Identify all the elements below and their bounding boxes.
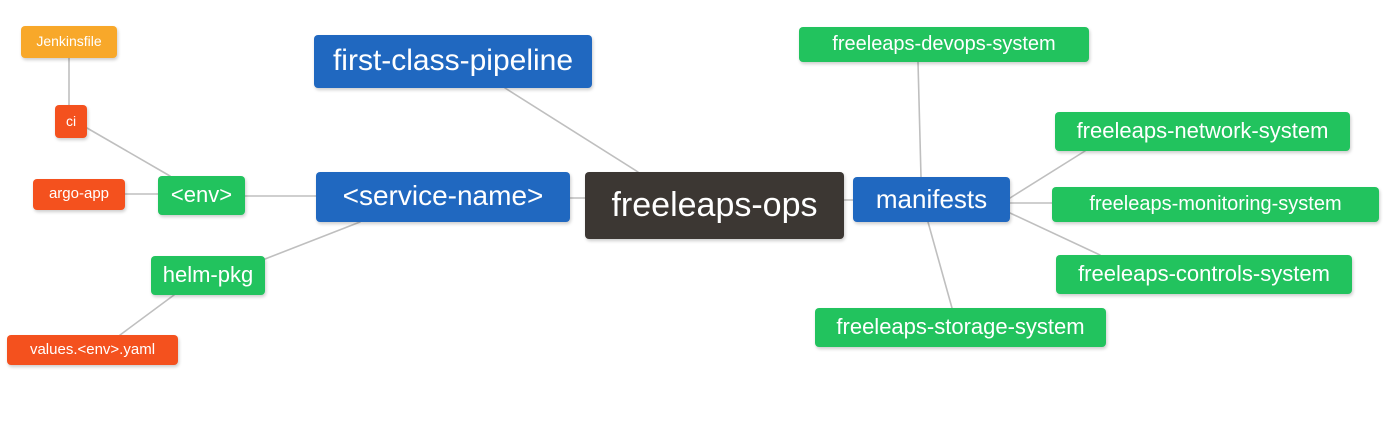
node-freeleaps-monitoring-system[interactable]: freeleaps-monitoring-system [1052,187,1379,222]
node-freeleaps-network-system[interactable]: freeleaps-network-system [1055,112,1350,151]
node-label-freeleaps-monitoring-system: freeleaps-monitoring-system [1089,192,1342,215]
node-freeleaps-devops-system[interactable]: freeleaps-devops-system [799,27,1089,62]
node-label-freeleaps-ops: freeleaps-ops [611,185,818,224]
node-env[interactable]: <env> [158,176,245,215]
edge-values-helm-pkg [119,294,175,336]
node-freeleaps-ops[interactable]: freeleaps-ops [585,172,844,239]
node-service-name[interactable]: <service-name> [316,172,570,222]
edge-manifests-storage [927,221,953,309]
node-label-ci: ci [65,112,77,129]
node-values-env-yaml[interactable]: values.<env>.yaml [7,335,178,365]
edge-first-class-pipeline-root [504,87,639,173]
node-label-helm-pkg: helm-pkg [162,261,254,287]
node-label-values-env-yaml: values.<env>.yaml [29,340,156,358]
node-manifests[interactable]: manifests [853,177,1010,222]
node-ci[interactable]: ci [55,105,87,138]
node-first-class-pipeline[interactable]: first-class-pipeline [314,35,592,88]
node-freeleaps-storage-system[interactable]: freeleaps-storage-system [815,308,1106,347]
node-label-manifests: manifests [875,183,988,214]
node-argo-app[interactable]: argo-app [33,179,125,210]
edge-ci-env [86,127,171,177]
node-label-freeleaps-network-system: freeleaps-network-system [1076,117,1329,143]
node-label-service-name: <service-name> [342,180,544,211]
edge-helm-pkg-service-name [264,221,361,260]
node-label-freeleaps-controls-system: freeleaps-controls-system [1078,260,1330,286]
node-jenkinsfile[interactable]: Jenkinsfile [21,26,117,58]
node-label-first-class-pipeline: first-class-pipeline [332,43,574,77]
node-label-jenkinsfile: Jenkinsfile [36,33,102,49]
node-label-freeleaps-storage-system: freeleaps-storage-system [836,313,1085,339]
node-label-argo-app: argo-app [48,185,110,202]
node-label-env: <env> [170,181,233,207]
node-label-freeleaps-devops-system: freeleaps-devops-system [832,32,1056,55]
node-freeleaps-controls-system[interactable]: freeleaps-controls-system [1056,255,1352,294]
node-helm-pkg[interactable]: helm-pkg [151,256,265,295]
edge-manifests-devops [917,61,922,178]
